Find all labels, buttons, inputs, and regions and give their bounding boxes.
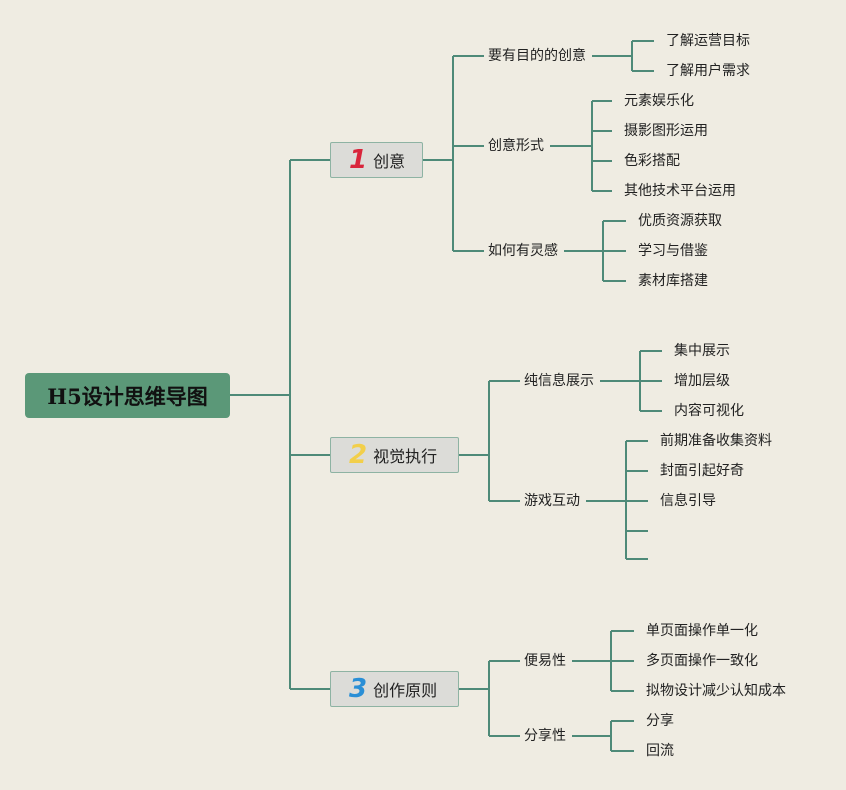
sub-node[interactable]: 便易性 (524, 653, 566, 669)
branch-label: 创意 (373, 152, 406, 171)
leaf-node[interactable]: 色彩搭配 (624, 153, 680, 169)
sub-node[interactable]: 要有目的的创意 (488, 48, 586, 64)
leaf-node[interactable]: 了解运营目标 (666, 33, 750, 49)
leaf-node[interactable]: 摄影图形运用 (624, 123, 708, 139)
leaf-node[interactable]: 集中展示 (674, 343, 730, 359)
branch-node-3[interactable]: 3 创作原则 (330, 671, 459, 707)
leaf-node[interactable]: 优质资源获取 (638, 213, 722, 229)
leaf-node[interactable]: 信息引导 (660, 493, 716, 509)
leaf-node[interactable]: 元素娱乐化 (624, 93, 694, 109)
branch-label: 视觉执行 (373, 447, 438, 466)
leaf-node[interactable]: 封面引起好奇 (660, 463, 744, 479)
leaf-node[interactable]: 内容可视化 (674, 403, 744, 419)
sub-node[interactable]: 创意形式 (488, 138, 544, 154)
branch-node-2[interactable]: 2 视觉执行 (330, 437, 459, 473)
sub-node[interactable]: 游戏互动 (524, 493, 580, 509)
leaf-node[interactable]: 单页面操作单一化 (646, 623, 758, 639)
sub-node[interactable]: 分享性 (524, 728, 566, 744)
branch-label: 创作原则 (373, 681, 438, 700)
leaf-node[interactable]: 前期准备收集资料 (660, 433, 772, 449)
sub-node[interactable]: 纯信息展示 (524, 373, 594, 389)
branch-number: 1 (349, 145, 368, 175)
branch-node-1[interactable]: 1 创意 (330, 142, 423, 178)
leaf-node[interactable]: 回流 (646, 743, 674, 759)
leaf-node[interactable]: 学习与借鉴 (638, 243, 708, 259)
leaf-node[interactable]: 其他技术平台运用 (624, 183, 736, 199)
root-node[interactable]: H5设计思维导图 (25, 373, 230, 418)
leaf-node[interactable]: 素材库搭建 (638, 273, 708, 289)
leaf-node[interactable]: 多页面操作一致化 (646, 653, 758, 669)
sub-node[interactable]: 如何有灵感 (488, 243, 558, 259)
leaf-node[interactable]: 分享 (646, 713, 674, 729)
branch-number: 3 (349, 674, 368, 704)
leaf-node[interactable]: 增加层级 (674, 373, 730, 389)
leaf-node[interactable]: 拟物设计减少认知成本 (646, 683, 786, 699)
leaf-node[interactable]: 了解用户需求 (666, 63, 750, 79)
root-label: H5设计思维导图 (47, 383, 208, 409)
branch-number: 2 (349, 440, 368, 470)
